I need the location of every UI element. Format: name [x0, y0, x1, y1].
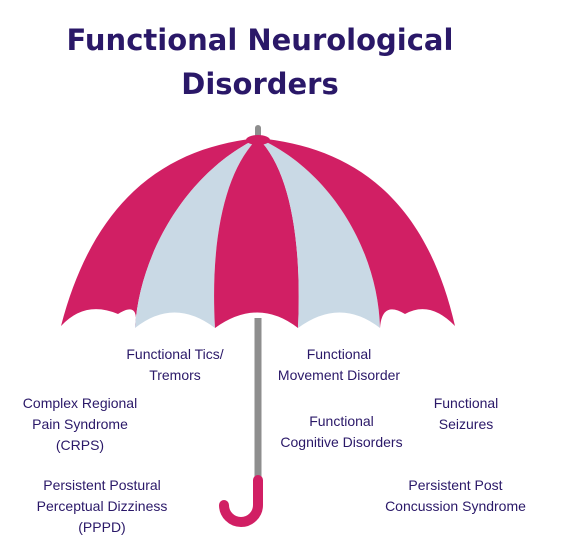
title-line-1: Functional Neurological	[66, 23, 454, 57]
label-functional-movement-disorder: Functional Movement Disorder	[264, 344, 414, 386]
label-line: Pain Syndrome	[32, 416, 128, 432]
label-line: Persistent Post	[408, 477, 503, 493]
umbrella-shaft	[254, 318, 262, 483]
canopy-top	[246, 135, 270, 145]
label-pppd: Persistent Postural Perceptual Dizziness…	[27, 475, 177, 538]
title-line-2: Disorders	[181, 67, 339, 101]
label-persistent-post-concussion: Persistent Post Concussion Syndrome	[368, 475, 543, 517]
label-line: Perceptual Dizziness	[36, 498, 168, 514]
label-line: Functional	[309, 413, 374, 429]
label-line: Functional	[433, 395, 499, 411]
label-line: Tremors	[149, 367, 201, 383]
canopy-panel-1	[61, 138, 258, 328]
label-line: Functional Tics/	[126, 346, 224, 362]
canopy-panel-3	[214, 138, 299, 328]
diagram-title: Functional Neurological Disorders	[0, 18, 520, 106]
label-line: Cognitive Disorders	[280, 434, 403, 450]
label-line: Concussion Syndrome	[385, 498, 526, 514]
label-line: Movement Disorder	[277, 367, 401, 383]
umbrella-handle	[219, 475, 263, 527]
label-crps: Complex Regional Pain Syndrome (CRPS)	[5, 393, 155, 456]
label-functional-seizures: Functional Seizures	[411, 393, 521, 435]
label-line: (PPPD)	[78, 519, 126, 535]
label-line: Complex Regional	[22, 395, 138, 411]
label-functional-tics: Functional Tics/ Tremors	[100, 344, 250, 386]
label-functional-cognitive-disorders: Functional Cognitive Disorders	[264, 411, 419, 453]
label-line: Seizures	[438, 416, 494, 432]
label-line: (CRPS)	[55, 437, 105, 453]
label-line: Functional	[306, 346, 372, 362]
canopy-panel-2	[135, 138, 258, 328]
label-line: Persistent Postural	[43, 477, 161, 493]
canopy-panel-4	[258, 138, 380, 328]
canopy-panel-5	[258, 138, 455, 328]
